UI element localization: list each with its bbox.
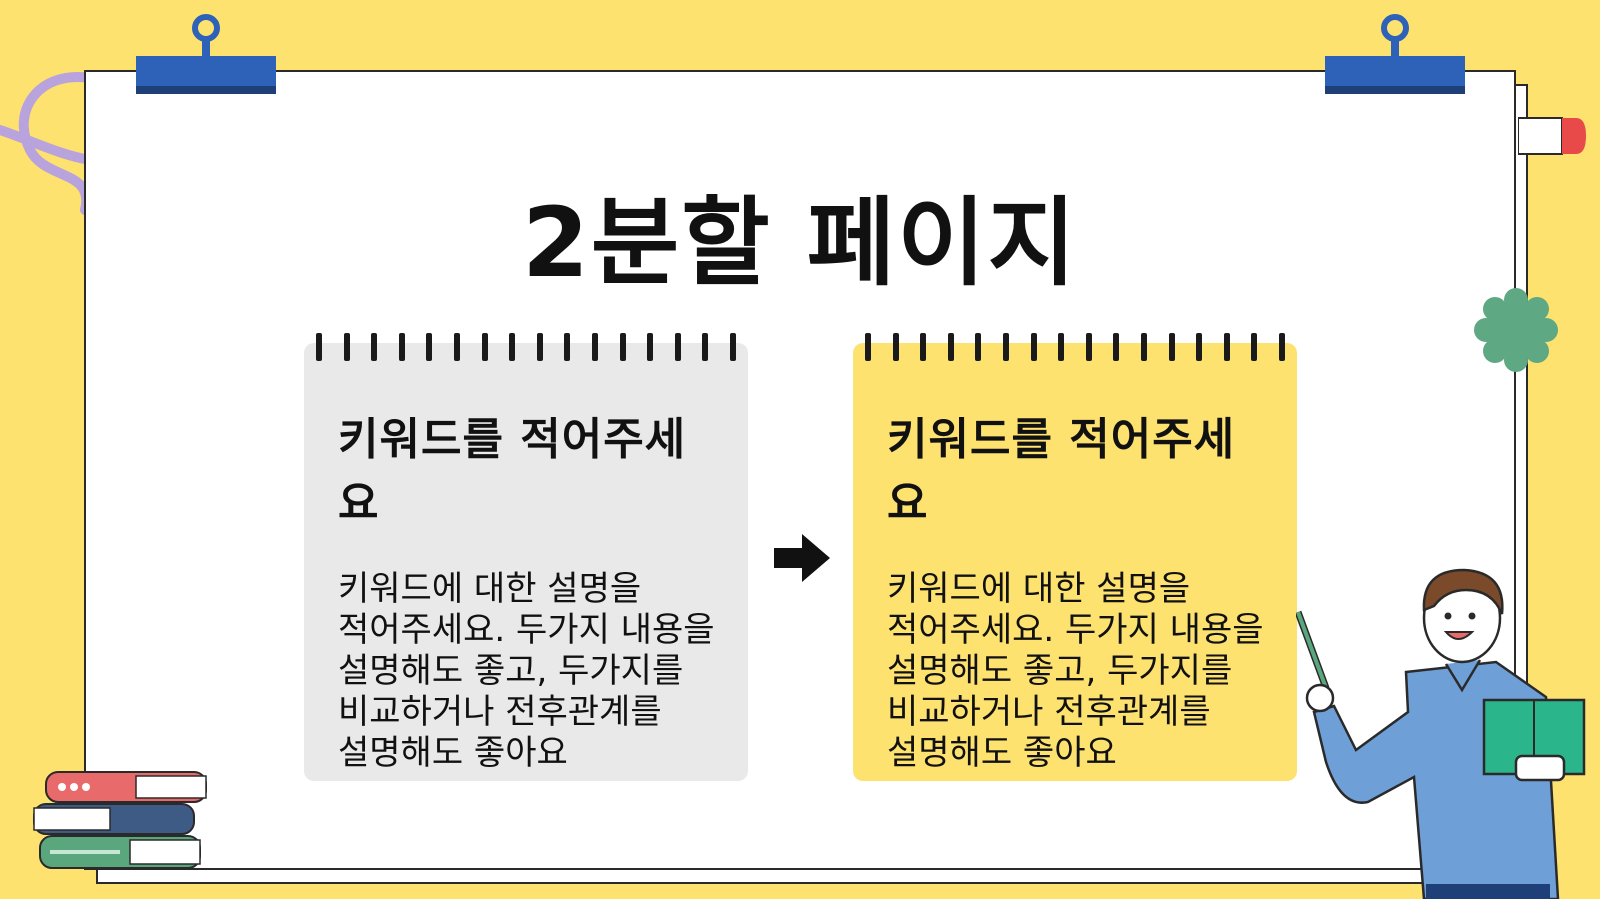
arrow-right-icon (774, 534, 830, 582)
page-title: 2분할 페이지 (522, 187, 1078, 299)
book-stack-icon (33, 771, 207, 869)
right-card-body: 키워드에 대한 설명을 적어주세요. 두가지 내용을 설명해도 좋고, 두가지를… (887, 569, 1264, 773)
curly-ribbon-decoration (0, 71, 95, 215)
binder-clip-icon (136, 14, 276, 94)
marker-icon (1518, 117, 1586, 155)
spiral-binding (865, 333, 1285, 363)
left-card-heading: 키워드를 적어주세요 (338, 414, 687, 529)
left-note-card: 키워드를 적어주세요 키워드에 대한 설명을 적어주세요. 두가지 내용을 설명… (304, 333, 748, 781)
spiral-binding (316, 333, 736, 363)
right-card-heading: 키워드를 적어주세요 (887, 414, 1236, 529)
flower-sticker-icon (1474, 288, 1558, 372)
right-note-card: 키워드를 적어주세요 키워드에 대한 설명을 적어주세요. 두가지 내용을 설명… (853, 333, 1297, 781)
binder-clip-icon (1325, 14, 1465, 94)
teacher-illustration (1296, 568, 1586, 899)
left-card-body: 키워드에 대한 설명을 적어주세요. 두가지 내용을 설명해도 좋고, 두가지를… (338, 569, 715, 773)
